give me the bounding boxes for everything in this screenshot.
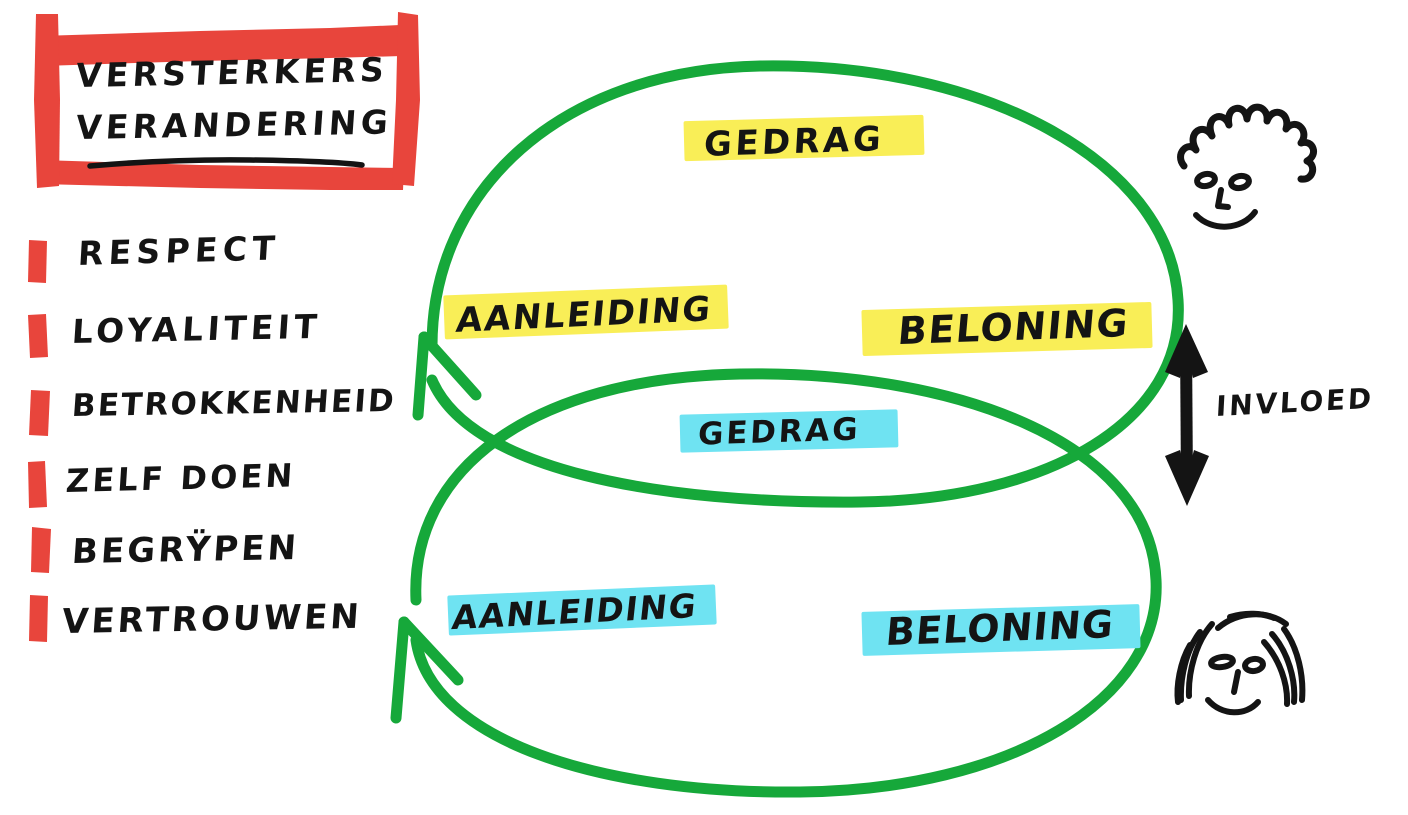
list-item-label: BEGRŸPEN [70,528,301,573]
title-line-versterkers: VERSTERKERS [74,49,390,96]
lower-loop-stroke [390,368,1162,798]
list-item-label: BETROKKENHEID [70,382,398,425]
upper-loop-stroke [412,60,1184,508]
title-line-verandering: VERANDERING [74,102,394,148]
title-underline [87,157,365,169]
list-bullets [28,240,51,642]
title-frame [34,12,420,190]
list-item-label: ZELF DOEN [64,456,297,501]
gedrag-upper-label: GEDRAG [702,119,886,165]
title-card: VERSTERKERS VERANDERING [36,14,418,186]
straight-hair-face [1174,610,1306,716]
beloning-lower-label: BELONING [884,601,1117,655]
influence-arrow [1165,324,1209,506]
list-item-label: RESPECT [76,228,282,274]
gedrag-lower-label: GEDRAG [697,411,862,453]
curly-hair-face [1177,103,1317,230]
list-item-label: LOYALITEIT [70,306,323,352]
beloning-upper-label: BELONING [896,300,1132,354]
list-item-label: VERTROUWEN [60,596,364,643]
